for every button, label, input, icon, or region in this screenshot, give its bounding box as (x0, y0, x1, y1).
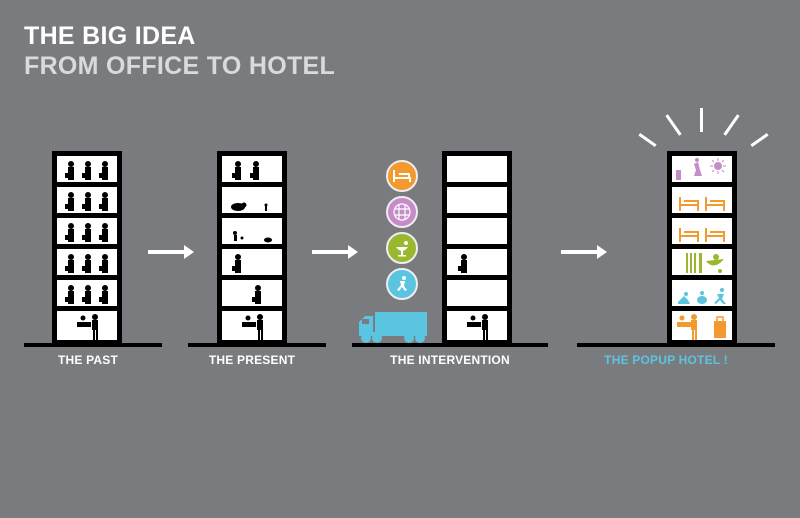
bed-icon (679, 228, 725, 242)
floor-empty (447, 218, 507, 244)
floor-office-full (57, 218, 117, 244)
floor-hotel-rooms (672, 218, 732, 244)
building-past (52, 151, 122, 345)
floor-lobby-shop (672, 311, 732, 340)
reception-desk-icon (242, 314, 263, 340)
ray-icon (638, 133, 657, 147)
stage-label-popup-hotel: THE POPUP HOTEL ! (604, 353, 728, 367)
office-worker-icon (252, 285, 261, 304)
stage-label-present: THE PRESENT (208, 353, 296, 367)
floor-office-single (447, 249, 507, 275)
food-drink-icon (386, 232, 418, 264)
arrow-right-icon (148, 245, 194, 259)
floor-empty (447, 187, 507, 213)
office-workers-icon (65, 254, 108, 273)
office-workers-icon (65, 161, 108, 180)
bed-icon (386, 160, 418, 192)
fork-knife-wine-icon (686, 253, 724, 273)
building-intervention (442, 151, 512, 345)
floor-office-single (222, 280, 282, 306)
office-workers-icon (65, 285, 108, 304)
spa-fitness-icon (678, 288, 726, 304)
music-sun-icon (676, 158, 726, 180)
reception-desk-icon (77, 314, 98, 340)
arrow-right-icon (561, 245, 607, 259)
office-worker-icon (458, 254, 467, 273)
floor-office-full (57, 249, 117, 275)
truck-icon (359, 312, 427, 343)
reception-desk-icon (467, 314, 488, 340)
bed-icon (679, 197, 725, 211)
office-worker-icon (232, 254, 241, 273)
floor-restaurant (672, 249, 732, 275)
ray-icon (723, 114, 740, 136)
floor-office-partial (222, 156, 282, 182)
floor-office-full (57, 156, 117, 182)
floor-wellness (672, 280, 732, 306)
ray-icon (700, 108, 703, 132)
rat-icon (231, 202, 268, 211)
title-line-1: THE BIG IDEA (24, 22, 196, 50)
floor-vacant-pests (222, 218, 282, 244)
stage-label-intervention: THE INTERVENTION (390, 353, 510, 367)
ground-line-intervention (352, 343, 548, 347)
floor-empty (447, 280, 507, 306)
arrow-right-icon (312, 245, 358, 259)
floor-vacant-rats (222, 187, 282, 213)
floor-hotel-rooms (672, 187, 732, 213)
floor-reception (447, 311, 507, 340)
ground-line-past (24, 343, 162, 347)
floor-rooftop-leisure (672, 156, 732, 182)
reception-shopping-icon (677, 314, 726, 340)
skater-icon (386, 268, 418, 300)
building-popup-hotel (667, 151, 737, 345)
floor-office-full (57, 280, 117, 306)
floor-office-single (222, 249, 282, 275)
ground-line-popup (577, 343, 775, 347)
office-workers-icon (65, 223, 108, 242)
floor-empty (447, 156, 507, 182)
building-present (217, 151, 287, 345)
ground-line-present (188, 343, 326, 347)
office-workers-icon (232, 161, 259, 180)
pest-icon (233, 231, 272, 243)
title-line-2: FROM OFFICE TO HOTEL (24, 52, 336, 80)
globe-icon (386, 196, 418, 228)
floor-reception (57, 311, 117, 340)
stage-label-past: THE PAST (57, 353, 119, 367)
office-workers-icon (65, 192, 108, 211)
ray-icon (665, 114, 682, 136)
floor-office-full (57, 187, 117, 213)
ray-icon (750, 133, 769, 147)
floor-reception (222, 311, 282, 340)
